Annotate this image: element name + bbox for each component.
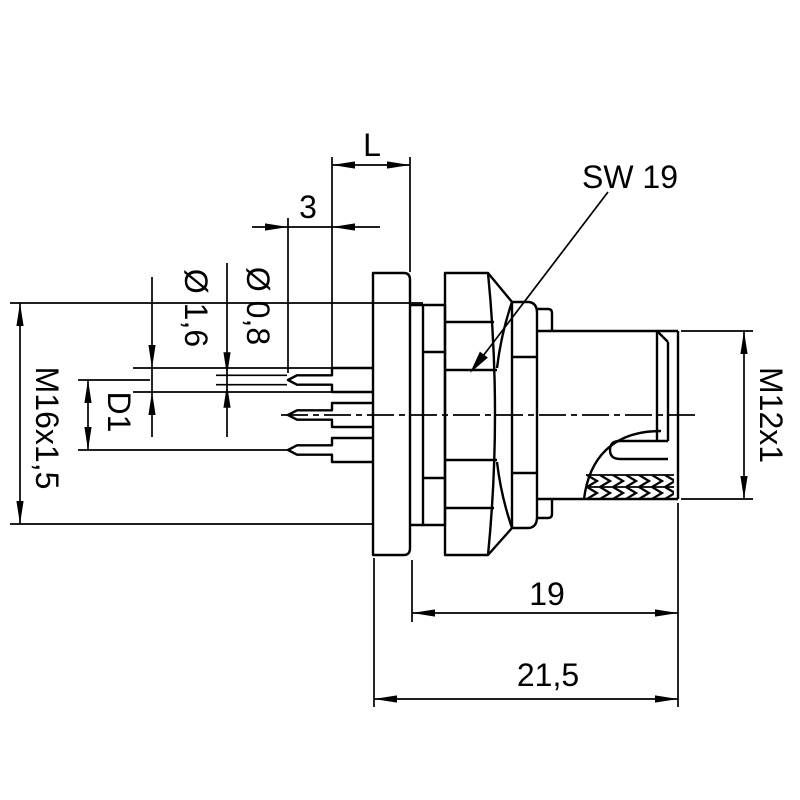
arrowhead [655,609,678,617]
arrowhead [148,345,156,368]
arrowhead [148,392,156,415]
dim-label-dia-inner: Ø 0,8 [240,267,276,345]
arrowhead [16,303,24,326]
dim-label-d1: D1 [101,392,137,433]
arrowhead [740,476,748,499]
hex-face-curve [486,272,497,556]
dim-label-m12: M12x1 [753,367,789,463]
arrowhead [655,695,678,703]
contact-pin-top [286,366,373,394]
dim-label-sw19: SW 19 [582,159,678,195]
hex-outline [443,271,514,557]
contact-pin-bottom [286,436,373,464]
arrowhead [470,351,488,373]
extension-line [10,302,423,525]
arrowhead [223,384,231,408]
arrowhead [332,161,355,169]
arrowhead [412,609,435,617]
hex-nut [443,271,514,557]
m12-thread-body [537,329,680,501]
arrowhead [16,501,24,524]
arrowhead [387,161,410,169]
flange-outline [371,271,412,557]
dim-label-19: 19 [529,576,565,612]
arrowhead [740,331,748,354]
dimension-dia-0-8: Ø 0,8 [216,263,287,437]
leader-line [482,191,609,357]
dim-label-21-5: 21,5 [517,657,579,693]
dimension-19: 19 [411,503,679,707]
dim-label-L: L [363,127,381,163]
extension-line [681,330,753,500]
arrowhead [84,380,92,403]
dimension-L: L [331,127,411,367]
arrowhead [84,427,92,450]
dimension-m12: M12x1 [681,330,789,500]
leader-sw19: SW 19 [470,159,678,373]
dim-label-m16: M16x1,5 [29,367,65,490]
arrowhead [223,352,231,376]
extension-line [331,157,411,367]
dim-label-dia-outer: Ø 1,6 [178,269,214,347]
mounting-flange [371,271,412,557]
extension-line [78,379,287,451]
arrowhead [265,223,288,231]
dimension-m16: M16x1,5 [10,302,423,525]
thread-hatch [586,474,674,499]
arrowhead [332,223,355,231]
dimension-dia-1-6: Ø 1,6 [133,269,332,437]
extension-line [133,367,332,393]
collar [512,300,554,530]
dimension-d1: D1 [78,379,287,451]
dimension-3: 3 [252,189,380,373]
thread-slot [608,439,668,461]
dimension-21-5: 21,5 [373,558,678,707]
arrowhead [374,695,397,703]
dim-label-3: 3 [299,189,317,225]
extension-line [411,503,679,707]
